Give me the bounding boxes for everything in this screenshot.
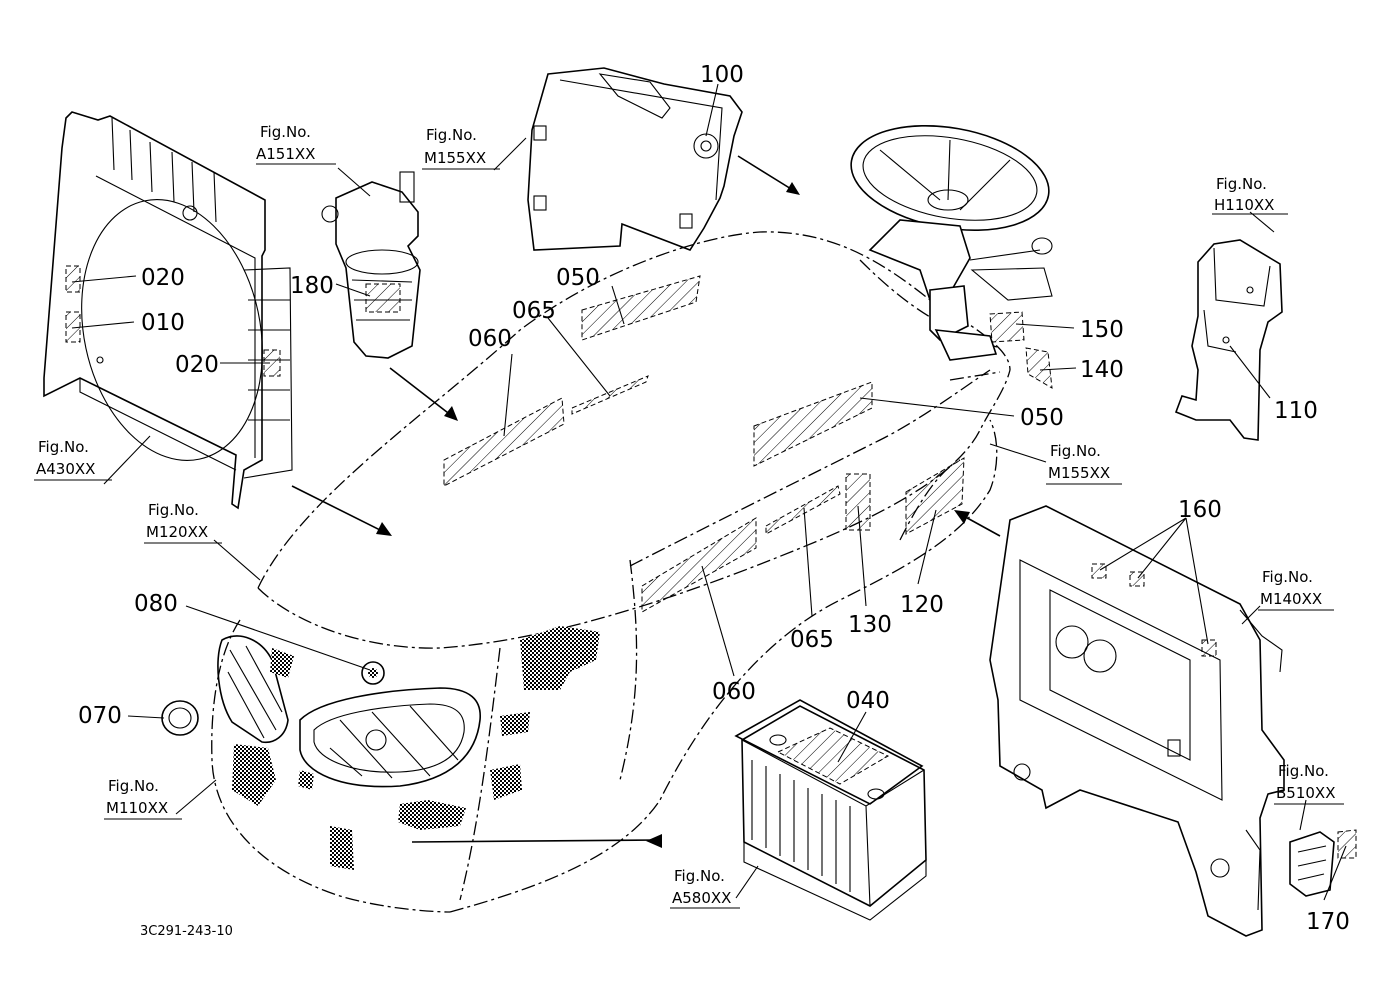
fig-ref-b510xx[interactable]: Fig.No. B510XX [1274, 762, 1344, 805]
dash-rear-cover [527, 67, 743, 251]
callout-060-hood-side: 060 [712, 679, 756, 705]
callout-080: 080 [134, 591, 178, 617]
svg-text:A151XX: A151XX [256, 145, 315, 163]
callout-060-hood-top: 060 [468, 326, 512, 352]
callout-170: 170 [1306, 909, 1350, 935]
label-150 [989, 311, 1025, 343]
svg-text:M140XX: M140XX [1260, 590, 1322, 608]
label-060-hood-top [443, 397, 565, 487]
label-020-shroud-top [65, 265, 81, 293]
label-050-hood-top [581, 275, 701, 341]
callout-130: 130 [848, 612, 892, 638]
fig-ref-a430xx[interactable]: Fig.No. A430XX [34, 438, 112, 481]
label-040-battery [776, 727, 890, 785]
label-140 [1025, 347, 1053, 389]
leader-lines [71, 83, 1347, 901]
fig-ref-a151xx[interactable]: Fig.No. A151XX [256, 123, 336, 165]
callout-010: 010 [141, 310, 185, 336]
label-065-hood-top [571, 375, 649, 415]
svg-text:Fig.No.: Fig.No. [38, 438, 89, 456]
svg-text:Fig.No.: Fig.No. [674, 867, 725, 885]
label-180-filter [365, 283, 401, 313]
front-grille [217, 635, 481, 788]
svg-text:M120XX: M120XX [146, 523, 208, 541]
svg-text:M155XX: M155XX [1048, 464, 1110, 482]
hood-graphics [232, 626, 600, 870]
label-060-hood-side [641, 517, 757, 613]
label-160-b [1129, 571, 1145, 587]
callout-110: 110 [1274, 398, 1318, 424]
svg-text:A430XX: A430XX [36, 460, 95, 478]
label-160-c [1201, 639, 1217, 657]
callout-040: 040 [846, 688, 890, 714]
radiator-shroud [43, 111, 293, 510]
callout-150: 150 [1080, 317, 1124, 343]
label-050-hood-side [753, 381, 873, 467]
svg-text:Fig.No.: Fig.No. [260, 123, 311, 141]
callout-065-hood-side: 065 [790, 627, 834, 653]
drawing-code: 3C291-243-10 [140, 924, 233, 939]
side-bracket-h110 [1174, 239, 1283, 441]
callout-065-hood-top: 065 [512, 298, 556, 324]
fig-ref-m120xx[interactable]: Fig.No. M120XX [144, 501, 222, 544]
assembly-arrows [291, 155, 1001, 848]
fig-ref-h110xx[interactable]: Fig.No. H110XX [1212, 175, 1288, 215]
callout-050-hood-side: 050 [1020, 405, 1064, 431]
callout-020-shroud-side: 020 [175, 352, 219, 378]
svg-text:Fig.No.: Fig.No. [1278, 762, 1329, 780]
rear-plate-m140 [989, 505, 1285, 937]
label-020-shroud-side [263, 349, 281, 377]
callout-140: 140 [1080, 357, 1124, 383]
svg-text:Fig.No.: Fig.No. [426, 126, 477, 144]
svg-text:A580XX: A580XX [672, 889, 731, 907]
label-170 [1337, 829, 1357, 859]
svg-text:Fig.No.: Fig.No. [148, 501, 199, 519]
svg-text:Fig.No.: Fig.No. [1050, 442, 1101, 460]
fig-ref-m110xx[interactable]: Fig.No. M110XX [104, 777, 182, 820]
callout-numbers: 020 010 020 180 100 050 065 060 150 140 … [78, 62, 1350, 935]
callout-100: 100 [700, 62, 744, 88]
svg-text:M155XX: M155XX [424, 149, 486, 167]
fig-ref-m155xx-side[interactable]: Fig.No. M155XX [1046, 442, 1122, 485]
steering-column [850, 124, 1053, 361]
svg-text:M110XX: M110XX [106, 799, 168, 817]
fig-ref-a580xx[interactable]: Fig.No. A580XX [670, 867, 740, 909]
fig-ref-m140xx[interactable]: Fig.No. M140XX [1258, 568, 1334, 611]
connector-b510 [1289, 831, 1335, 897]
svg-text:Fig.No.: Fig.No. [108, 777, 159, 795]
callout-160: 160 [1178, 497, 1222, 523]
callout-120: 120 [900, 592, 944, 618]
callout-180: 180 [290, 273, 334, 299]
fig-ref-m155xx-top[interactable]: Fig.No. M155XX [422, 126, 500, 170]
svg-text:Fig.No.: Fig.No. [1216, 175, 1267, 193]
svg-text:H110XX: H110XX [1214, 196, 1274, 214]
figure-references: Fig.No. A151XX Fig.No. M155XX Fig.No. H1… [34, 123, 1344, 909]
label-130-hood-side [845, 473, 871, 531]
label-160-a [1091, 563, 1107, 579]
label-065-hood-side [765, 485, 841, 535]
callout-020-shroud-top: 020 [141, 265, 185, 291]
label-120-hood-side [905, 457, 965, 535]
callout-050-hood-top: 050 [556, 265, 600, 291]
callout-070: 070 [78, 703, 122, 729]
svg-text:Fig.No.: Fig.No. [1262, 568, 1313, 586]
cap-070 [161, 700, 199, 736]
fuel-filter [321, 171, 421, 359]
svg-text:B510XX: B510XX [1276, 784, 1335, 802]
